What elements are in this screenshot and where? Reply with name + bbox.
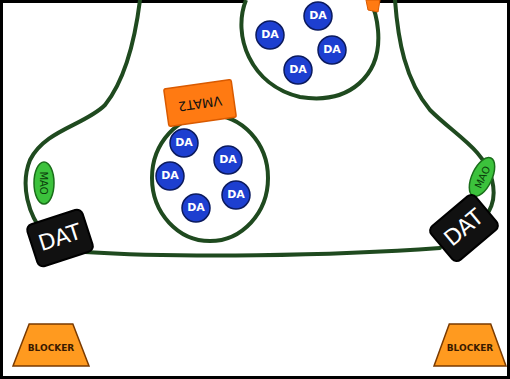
node-label: DA	[219, 154, 237, 166]
enzyme-ellipse: MAO	[33, 161, 55, 205]
molecule-circle: DA	[213, 145, 243, 175]
molecule-circle: DA	[155, 161, 185, 191]
node-label: DA	[227, 189, 245, 201]
node-label: DA	[309, 10, 327, 22]
node-label: BLOCKER	[28, 344, 75, 354]
molecule-circle: DA	[283, 55, 313, 85]
membrane-left	[26, 0, 140, 235]
node-label: BLOCKER	[447, 344, 494, 354]
node-label: MAO	[39, 171, 50, 194]
transporter-tag	[366, 0, 380, 12]
vesicle	[241, 0, 378, 98]
membrane-bottom	[85, 248, 440, 255]
blocker-trapezoid: BLOCKER	[12, 323, 90, 367]
molecule-circle: DA	[169, 128, 199, 158]
node-label: DA	[289, 64, 307, 76]
node-label: DA	[161, 170, 179, 182]
molecule-circle: DA	[181, 193, 211, 223]
molecule-circle: DA	[255, 20, 285, 50]
blocker-trapezoid: BLOCKER	[433, 323, 507, 367]
node-label: DA	[175, 137, 193, 149]
molecule-circle: DA	[317, 35, 347, 65]
node-label: DA	[187, 202, 205, 214]
molecule-circle: DA	[303, 1, 333, 31]
node-label: DA	[323, 44, 341, 56]
molecule-circle: DA	[221, 180, 251, 210]
membrane-right	[395, 0, 494, 222]
node-label: DA	[261, 29, 279, 41]
vesicle	[152, 115, 268, 241]
